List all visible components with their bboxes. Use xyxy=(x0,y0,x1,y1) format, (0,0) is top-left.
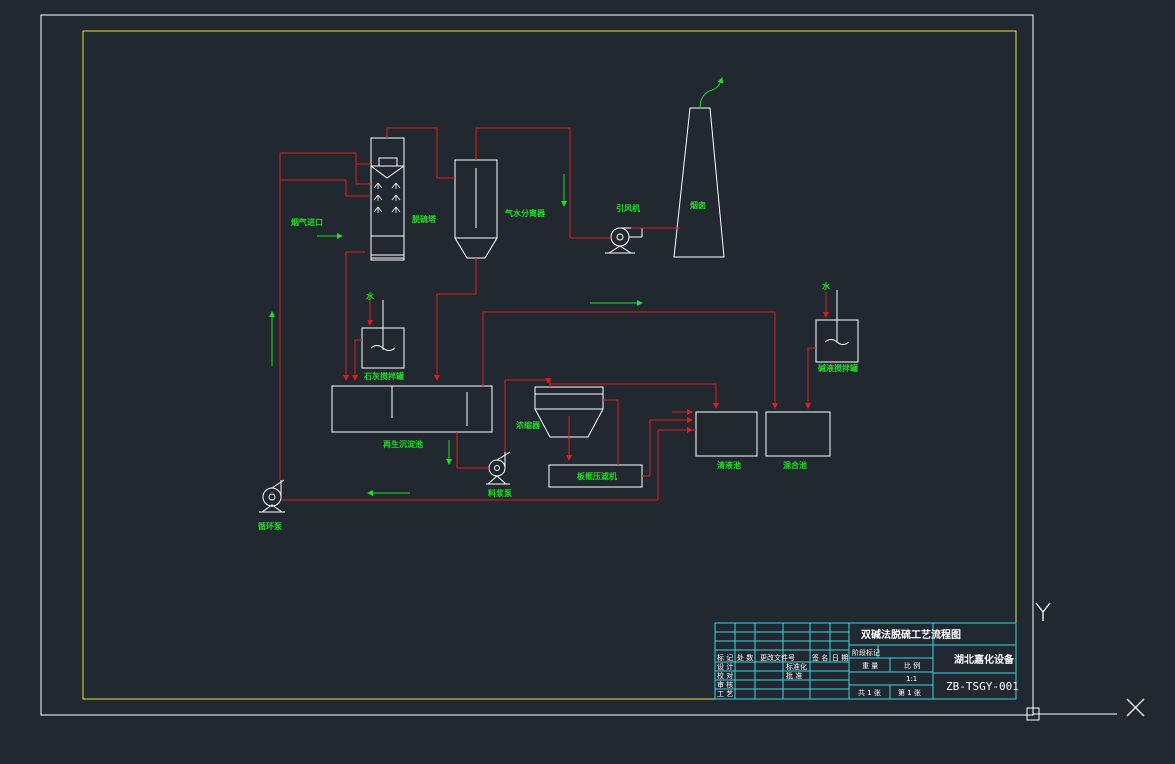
tb-cell-2: 阶段标记 xyxy=(852,648,880,657)
label-water-1: 水 xyxy=(365,291,375,301)
label-fan: 引风机 xyxy=(616,203,640,213)
exhaust-arrow xyxy=(699,77,724,109)
lime-tank xyxy=(361,300,405,369)
label-separator: 气水分离器 xyxy=(504,208,546,218)
label-lime-tank: 石灰搅拌罐 xyxy=(363,371,404,381)
circulation-pump xyxy=(259,479,285,513)
tb-scale: 1:1 xyxy=(906,675,917,683)
slurry-pump xyxy=(486,451,511,485)
label-thickener: 浓缩器 xyxy=(516,420,541,430)
tb-company: 湖北嘉化设备 xyxy=(954,653,1015,666)
tb-cell-4: 比 例 xyxy=(904,661,920,670)
label-mix-tank: 混合池 xyxy=(783,460,807,470)
tb-col-label-0: 处 数 xyxy=(737,653,753,662)
induced-draft-fan xyxy=(605,227,643,254)
tb-drawing-title: 双碱法脱硫工艺流程图 xyxy=(861,628,961,641)
separator xyxy=(454,159,498,259)
y-axis-glyph xyxy=(1035,602,1051,621)
outer-frame xyxy=(40,14,1034,716)
ucs-icon xyxy=(1026,602,1145,721)
tb-cell-1: 批 准 xyxy=(786,671,802,680)
inner-frame xyxy=(82,30,1017,700)
absorber xyxy=(370,137,405,261)
flow-arrows xyxy=(269,174,643,496)
tb-col-label-1: 更改文件号 xyxy=(760,653,795,662)
x-axis-glyph xyxy=(1126,698,1145,717)
label-absorber: 脱硫塔 xyxy=(412,214,437,224)
tb-row-label-2: 校 对 xyxy=(717,671,733,680)
regen-tank xyxy=(331,385,493,433)
tb-sheets: 共 1 张 xyxy=(858,688,881,697)
tb-row-label-1: 设 计 xyxy=(717,662,733,671)
label-filter-press: 板框压滤机 xyxy=(577,471,617,481)
title-block: 标 记 设 计 校 对 审 核 工 艺 处 数 更改文件号 签 名 日 期 标准… xyxy=(714,622,1019,700)
tb-row-label-3: 审 核 xyxy=(717,680,733,689)
label-water-2: 水 xyxy=(821,281,831,291)
clear-tank xyxy=(695,411,758,457)
tb-col-label-3: 日 期 xyxy=(832,654,848,662)
tb-sheet: 第 1 张 xyxy=(898,688,921,697)
label-regen-tank: 再生沉淀池 xyxy=(383,439,423,449)
tb-cell-3: 重 量 xyxy=(862,662,878,670)
label-slurry-pump: 料浆泵 xyxy=(488,488,512,498)
label-clear-tank: 清液池 xyxy=(717,460,741,470)
tb-col-label-2: 签 名 xyxy=(812,653,828,662)
label-alkali-tank: 碱液搅拌罐 xyxy=(818,363,858,373)
tb-drawing-no: ZB-TSGY-001 xyxy=(946,680,1019,693)
pipes xyxy=(279,127,829,501)
label-chimney: 烟囱 xyxy=(690,200,706,210)
tb-row-label-0: 标 记 xyxy=(717,653,733,662)
alkali-tank xyxy=(815,290,859,363)
chimney xyxy=(673,107,725,258)
label-flue-gas-inlet: 烟气进口 xyxy=(291,217,323,227)
tb-cell-0: 标准化 xyxy=(786,662,807,671)
tb-row-label-4: 工 艺 xyxy=(717,690,733,698)
mix-tank xyxy=(765,411,831,457)
label-circ-pump: 循环泵 xyxy=(257,521,282,531)
